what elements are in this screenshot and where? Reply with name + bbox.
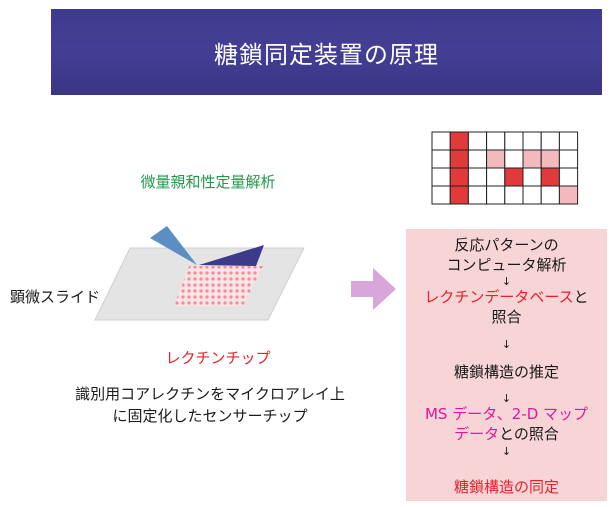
page-title: 糖鎖同定装置の原理 bbox=[214, 40, 439, 69]
title-banner: 糖鎖同定装置の原理 bbox=[51, 9, 602, 95]
pattern-cell bbox=[504, 185, 524, 205]
emitted-light-beam bbox=[199, 245, 264, 266]
pattern-cell bbox=[504, 131, 524, 151]
pattern-cell bbox=[486, 131, 506, 151]
flow-arrow bbox=[351, 268, 396, 310]
pattern-cell bbox=[504, 167, 524, 187]
pattern-cell bbox=[486, 185, 506, 205]
pattern-cell bbox=[431, 149, 451, 169]
assay-label: 微量親和性定量解析 bbox=[140, 173, 276, 191]
pattern-cell bbox=[558, 149, 579, 169]
lectin-database-text: レクチンデータベース bbox=[424, 288, 574, 306]
pattern-cell bbox=[558, 185, 579, 205]
step-ms-comparison: MS データ、2-D マップ データとの照合 bbox=[406, 404, 607, 444]
pattern-cell bbox=[467, 167, 488, 187]
step-pattern-analysis: 反応パターンの コンピュータ解析 bbox=[406, 235, 607, 275]
lectin-chip-array bbox=[174, 266, 263, 306]
chip-description: 識別用コアレクチンをマイクロアレイ上 に固定化したセンサーチップ bbox=[40, 383, 380, 427]
down-arrow-icon: ↓ bbox=[501, 445, 512, 458]
step-4-tail: との照合 bbox=[499, 425, 559, 443]
pattern-cell bbox=[522, 167, 542, 187]
pattern-cell bbox=[467, 149, 488, 169]
pattern-cell bbox=[486, 149, 506, 169]
chip-description-line-1: 識別用コアレクチンをマイクロアレイ上 bbox=[75, 385, 345, 403]
analysis-flow-panel: 反応パターンの コンピュータ解析 ↓ レクチンデータベースと 照合 ↓ 糖鎖構造… bbox=[406, 229, 607, 501]
pattern-cell bbox=[522, 185, 542, 205]
pattern-cell bbox=[486, 167, 506, 187]
down-arrow-icon: ↓ bbox=[501, 275, 512, 288]
incident-light-beam bbox=[150, 226, 197, 265]
pattern-cell bbox=[504, 149, 524, 169]
chip-description-line-2: に固定化したセンサーチップ bbox=[112, 407, 308, 425]
step-2-tail: と bbox=[573, 288, 589, 306]
pattern-cell bbox=[467, 131, 488, 151]
down-arrow-icon: ↓ bbox=[501, 392, 512, 405]
lectin-chip-label: レクチンチップ bbox=[165, 349, 271, 367]
down-arrow-icon: ↓ bbox=[501, 338, 512, 351]
pattern-cell bbox=[431, 185, 451, 205]
pattern-cell bbox=[449, 149, 469, 169]
pattern-cell bbox=[522, 149, 542, 169]
pattern-cell bbox=[540, 149, 560, 169]
pattern-cell bbox=[540, 167, 560, 187]
step-4-data-text: データ bbox=[454, 425, 500, 443]
pattern-cell bbox=[558, 167, 579, 187]
pattern-cell bbox=[467, 185, 488, 205]
pattern-cell bbox=[431, 167, 451, 187]
pattern-cell bbox=[449, 131, 469, 151]
pattern-cell bbox=[431, 131, 451, 151]
microscope-slide-label: 顕微スライド bbox=[10, 288, 101, 306]
step-1-line-2: コンピュータ解析 bbox=[446, 256, 567, 274]
step-2-line-2: 照合 bbox=[491, 308, 522, 326]
step-database-match: レクチンデータベースと 照合 bbox=[406, 287, 607, 327]
pattern-cell bbox=[449, 167, 469, 187]
step-1-line-1: 反応パターンの bbox=[454, 236, 559, 254]
step-structure-identified: 糖鎖構造の同定 bbox=[453, 478, 559, 496]
step-structure-estimate: 糖鎖構造の推定 bbox=[453, 363, 559, 381]
reaction-pattern-grid bbox=[431, 131, 579, 205]
pattern-cell bbox=[558, 131, 579, 151]
pattern-cell bbox=[522, 131, 542, 151]
pattern-cell bbox=[449, 185, 469, 205]
pattern-cell bbox=[540, 185, 560, 205]
step-4-line-1: MS データ、2-D マップ bbox=[424, 405, 589, 423]
pattern-cell bbox=[540, 131, 560, 151]
